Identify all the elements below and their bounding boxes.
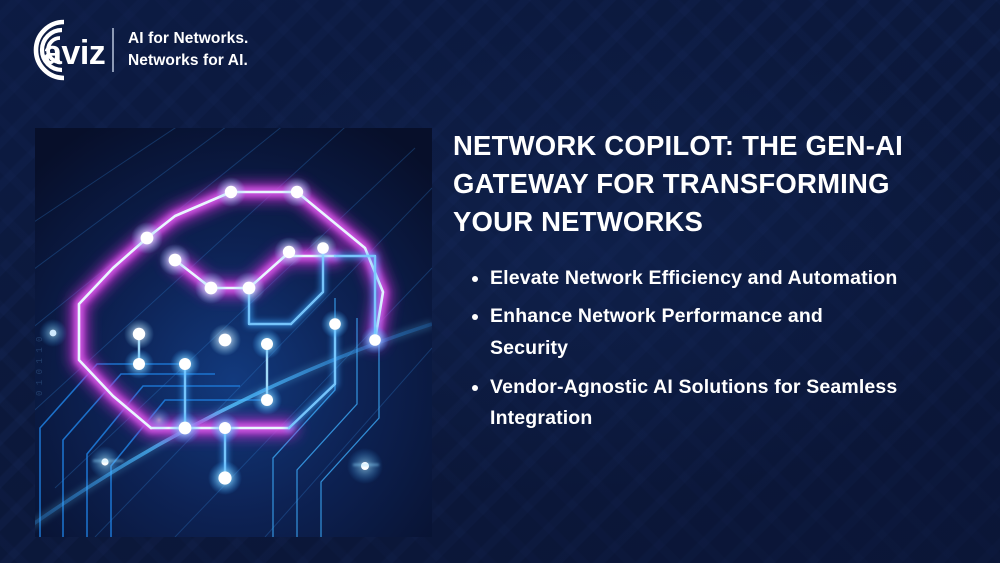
svg-text:0 1 0 1 1 0: 0 1 0 1 1 0 xyxy=(35,337,45,396)
brand-logo[interactable]: aviz AI for Networks. Networks for AI. xyxy=(18,17,248,83)
slide-headline: Network Copilot: The Gen-AI Gateway for … xyxy=(453,130,903,237)
list-item: Elevate Network Efficiency and Automatio… xyxy=(453,263,898,295)
slide-content: Network Copilot: The Gen-AI Gateway for … xyxy=(453,127,963,442)
list-item: Enhance Network Performance and Security xyxy=(453,301,898,364)
tagline-line-2: Networks for AI. xyxy=(128,51,248,69)
benefits-list: Elevate Network Efficiency and Automatio… xyxy=(453,263,963,435)
ai-brain-circuit-image: 0 1 0 1 1 0 xyxy=(35,128,432,537)
logo-divider xyxy=(112,28,114,72)
aviz-logo-mark: aviz xyxy=(18,18,108,82)
svg-text:aviz: aviz xyxy=(43,34,105,72)
list-item: Vendor-Agnostic AI Solutions for Seamles… xyxy=(453,372,898,435)
tagline-line-1: AI for Networks. xyxy=(128,29,249,47)
logo-tagline: AI for Networks. Networks for AI. xyxy=(128,30,248,71)
